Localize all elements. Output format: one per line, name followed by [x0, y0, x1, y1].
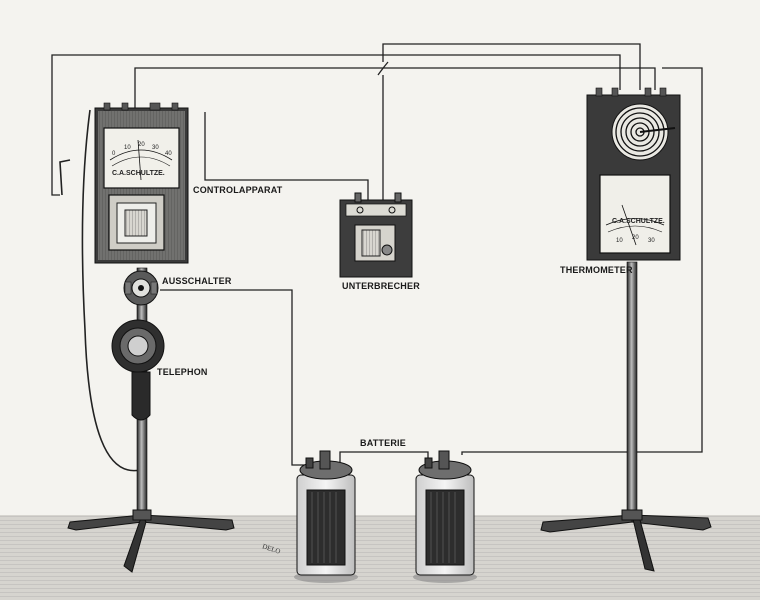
- label-controlapparat: CONTROLAPPARAT: [193, 185, 283, 195]
- label-thermometer: THERMOMETER: [560, 265, 633, 275]
- thermometer-apparatus: [586, 87, 681, 261]
- thermo-tick: 20: [632, 235, 639, 241]
- floor: [0, 515, 760, 600]
- control-meter-maker: C.A.SCHULTZE.: [112, 170, 165, 177]
- control-tick: 0: [112, 151, 116, 157]
- battery-cell-left: [294, 450, 358, 583]
- label-ausschalter: AUSSCHALTER: [162, 276, 232, 286]
- controlapparat: [94, 102, 189, 264]
- label-unterbrecher: UNTERBRECHER: [342, 281, 420, 291]
- thermo-tick: 10: [616, 238, 623, 244]
- thermo-meter-maker: C.A.SCHULTZE.: [612, 218, 665, 225]
- telephon: [111, 319, 165, 421]
- label-telephon: TELEPHON: [157, 367, 208, 377]
- control-tick: 30: [152, 145, 159, 151]
- thermo-tick: 30: [648, 238, 655, 244]
- wiring: [51, 43, 703, 472]
- label-batterie: BATTERIE: [360, 438, 406, 448]
- control-tick: 20: [138, 142, 145, 148]
- right-stand: [540, 261, 712, 572]
- battery-cell-right: [413, 450, 477, 583]
- ausschalter: [123, 270, 159, 306]
- control-tick: 10: [124, 145, 131, 151]
- unterbrecher: [339, 192, 413, 278]
- control-tick: 40: [165, 151, 172, 157]
